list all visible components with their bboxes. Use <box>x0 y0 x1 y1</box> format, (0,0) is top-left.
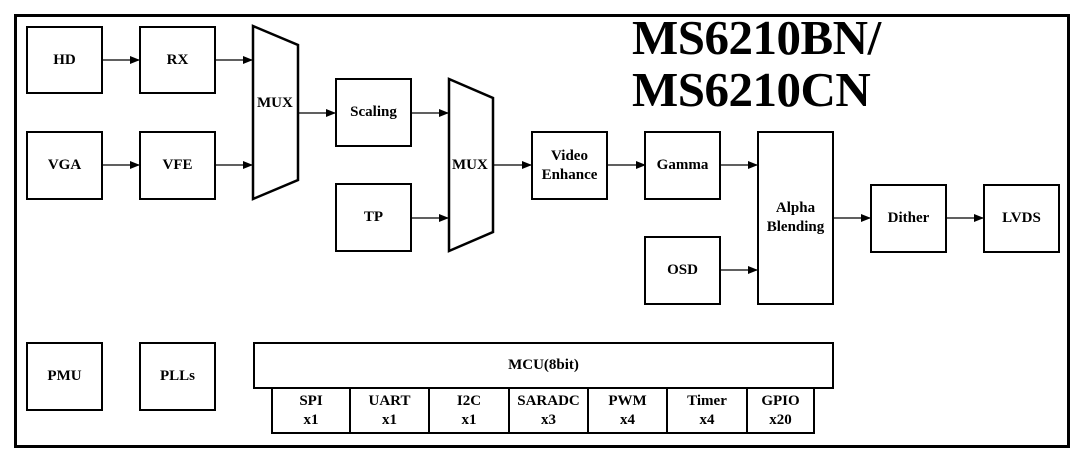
block-alpha-blending: Alpha Blending <box>757 131 834 305</box>
block-scaling: Scaling <box>335 78 412 147</box>
peripheral-i2c: I2C x1 <box>428 387 510 434</box>
block-lvds: LVDS <box>983 184 1060 253</box>
block-video-enhance: Video Enhance <box>531 131 608 200</box>
mux2-label: MUX <box>452 157 488 173</box>
peripheral-spi: SPI x1 <box>271 387 351 434</box>
mux1-shape <box>251 24 300 201</box>
peripheral-timer: Timer x4 <box>666 387 748 434</box>
chip-boundary <box>14 14 1070 448</box>
block-vga: VGA <box>26 131 103 200</box>
chip-title: MS6210BN/ MS6210CN <box>632 10 881 117</box>
block-gamma: Gamma <box>644 131 721 200</box>
block-tp: TP <box>335 183 412 252</box>
peripheral-saradc: SARADC x3 <box>508 387 589 434</box>
mux2-shape <box>447 77 495 253</box>
block-plls: PLLs <box>139 342 216 411</box>
block-pmu: PMU <box>26 342 103 411</box>
block-dither: Dither <box>870 184 947 253</box>
mux1-label: MUX <box>257 95 293 111</box>
peripheral-gpio: GPIO x20 <box>746 387 815 434</box>
block-osd: OSD <box>644 236 721 305</box>
peripheral-pwm: PWM x4 <box>587 387 668 434</box>
block-vfe: VFE <box>139 131 216 200</box>
peripheral-uart: UART x1 <box>349 387 430 434</box>
block-rx: RX <box>139 26 216 94</box>
block-hd: HD <box>26 26 103 94</box>
block-mcu: MCU(8bit) <box>253 342 834 389</box>
